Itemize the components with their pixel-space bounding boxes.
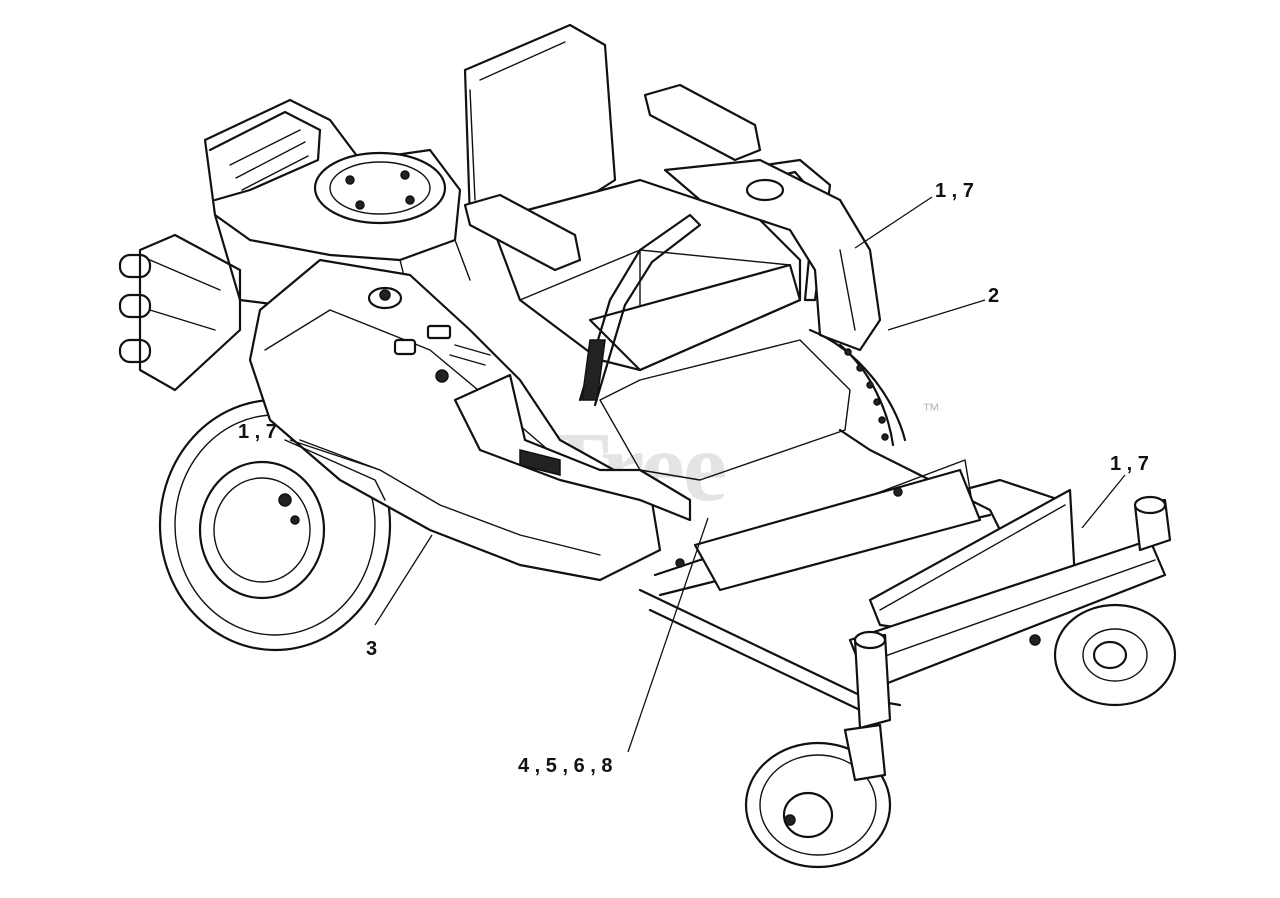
leader-2 — [887, 299, 986, 331]
leader-1-7-right-top — [854, 196, 933, 249]
engine — [203, 98, 471, 312]
leader-1-7-left — [289, 439, 381, 471]
front-axle — [848, 495, 1172, 730]
control-levers — [578, 158, 832, 407]
callout-1-7-left: 1 , 7 — [238, 421, 277, 443]
leader-3 — [374, 534, 433, 626]
leader-lines — [289, 196, 1126, 753]
right-front-wheel — [1053, 603, 1177, 707]
callout-1-7-right-front: 1 , 7 — [1110, 453, 1149, 475]
callout-2: 2 — [988, 285, 999, 307]
callout-labels: 1 , 7 2 1 , 7 1 , 7 3 4 , 5 , 6 , 8 — [238, 180, 1149, 777]
rear-fender-right — [663, 158, 882, 352]
callout-1-7-right-top: 1 , 7 — [935, 180, 974, 202]
callout-4-5-6-8: 4 , 5 , 6 , 8 — [518, 755, 613, 777]
leader-4-5-6-8 — [627, 517, 709, 753]
mower-illustration — [118, 23, 1177, 869]
right-rear-wheel-arc — [808, 328, 907, 447]
callout-3: 3 — [366, 638, 377, 660]
rear-bumper — [118, 233, 242, 392]
trademark-symbol: ™ — [922, 400, 940, 420]
leader-1-7-right-front — [1081, 474, 1126, 529]
console — [453, 339, 851, 522]
left-front-wheel — [744, 723, 892, 869]
